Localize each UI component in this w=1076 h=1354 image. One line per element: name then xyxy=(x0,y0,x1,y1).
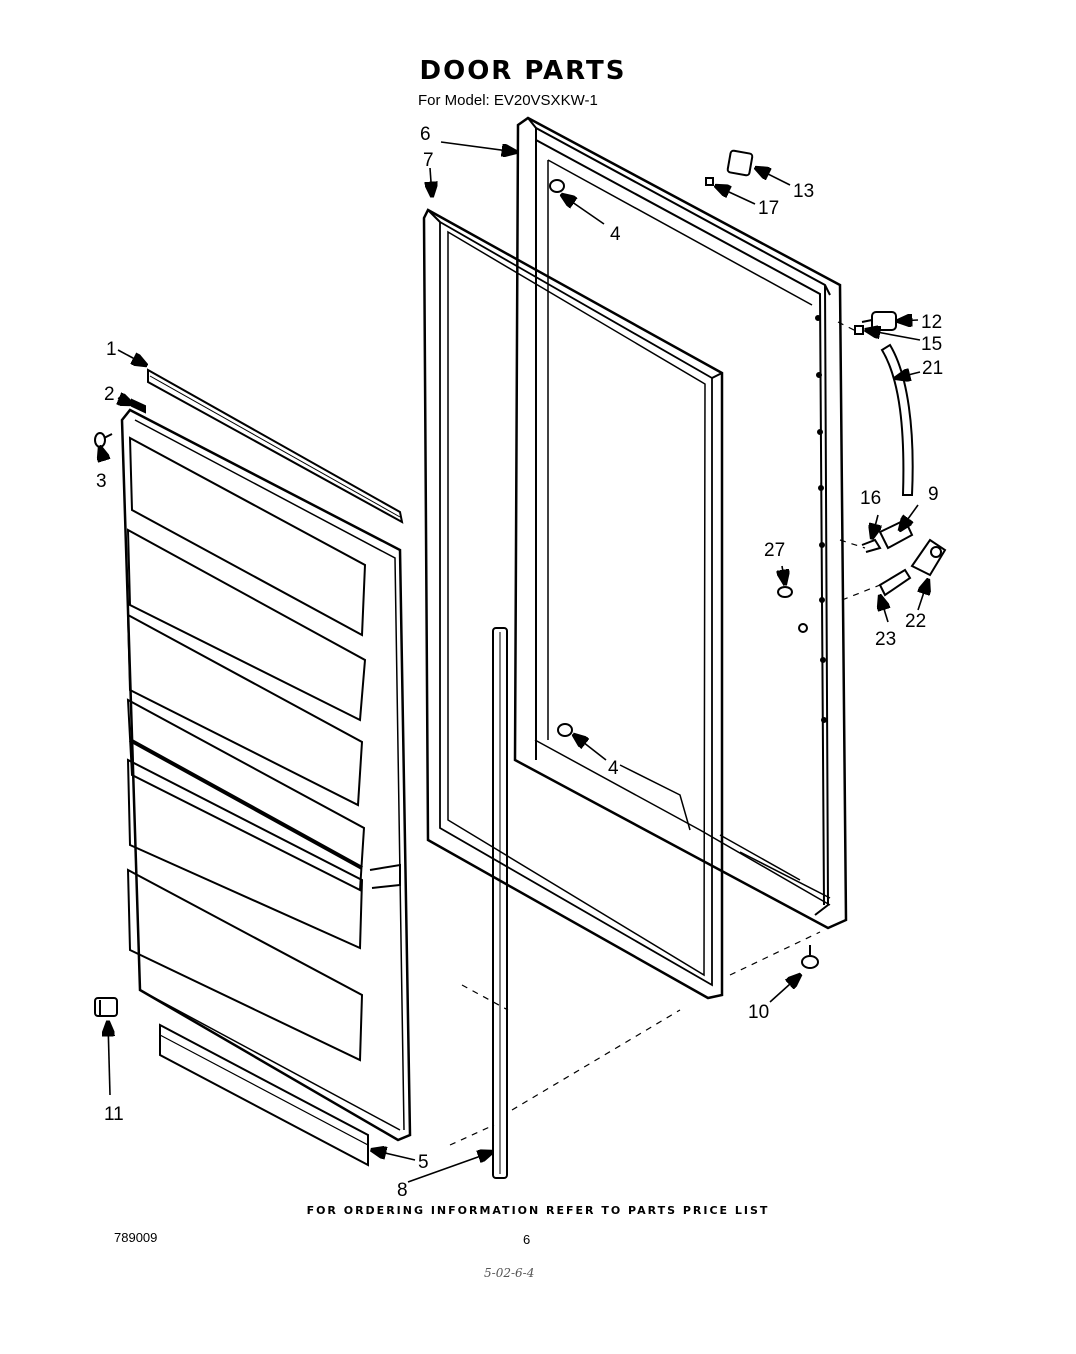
handle-part-21 xyxy=(880,343,914,496)
callout-13: 13 xyxy=(793,181,814,202)
door-gasket-part-7 xyxy=(422,208,724,1000)
page-number: 6 xyxy=(523,1232,531,1247)
gasket-strip-part-8 xyxy=(492,627,508,1179)
screw-part-27 xyxy=(777,586,793,598)
callout-23: 23 xyxy=(875,629,896,650)
callout-2: 2 xyxy=(104,384,115,405)
assembly-lines xyxy=(449,321,881,1146)
callout-8: 8 xyxy=(397,1180,408,1201)
screw-part-3 xyxy=(94,432,113,448)
callout-27: 27 xyxy=(764,540,785,561)
top-trim-strip-part-1 xyxy=(147,368,404,524)
callout-16: 16 xyxy=(860,488,881,509)
callout-6: 6 xyxy=(420,124,431,145)
callout-22: 22 xyxy=(905,611,926,632)
key-part-23 xyxy=(878,568,912,597)
stop-part-11 xyxy=(94,997,118,1017)
callout-10: 10 xyxy=(748,1002,769,1023)
callout-11: 11 xyxy=(104,1104,124,1125)
bracket-part-2 xyxy=(131,398,146,414)
door-liner-panel xyxy=(120,408,412,1142)
callout-labels: 1 2 3 4 4 5 6 7 8 9 10 11 12 13 15 16 17… xyxy=(96,124,943,1201)
screw-part-16 xyxy=(861,538,882,553)
clip-part-15 xyxy=(854,325,864,335)
document-number: 789009 xyxy=(114,1230,158,1245)
callout-4-lower: 4 xyxy=(608,758,619,779)
key-part-22 xyxy=(910,538,947,577)
callout-1: 1 xyxy=(106,339,117,360)
leader-arrows xyxy=(100,141,928,1183)
latch-part-9 xyxy=(878,518,914,550)
diagram-title: DOOR PARTS xyxy=(419,56,627,86)
plug-part-4-upper xyxy=(549,179,565,193)
bracket-part-13 xyxy=(726,149,754,177)
foot-part-10 xyxy=(801,945,819,969)
callout-4-upper: 4 xyxy=(610,224,621,245)
callout-12: 12 xyxy=(921,312,942,333)
handwritten-note: 5-02-6-4 xyxy=(484,1266,535,1280)
callout-15: 15 xyxy=(921,334,942,355)
callout-5: 5 xyxy=(418,1152,429,1173)
ordering-footer: FOR ORDERING INFORMATION REFER TO PARTS … xyxy=(306,1204,770,1217)
model-subtitle: For Model: EV20VSXKW-1 xyxy=(418,92,598,109)
plug-part-4-lower xyxy=(557,723,573,737)
pad-part-17 xyxy=(705,177,714,186)
callout-17: 17 xyxy=(758,198,779,219)
callout-3: 3 xyxy=(96,471,107,492)
callout-9: 9 xyxy=(928,484,939,505)
lock-part-12 xyxy=(861,311,897,331)
callout-21: 21 xyxy=(922,358,943,379)
door-frame-part-6 xyxy=(513,116,848,930)
bottom-breaker-strip-part-5 xyxy=(159,1023,369,1167)
callout-7: 7 xyxy=(423,150,434,171)
